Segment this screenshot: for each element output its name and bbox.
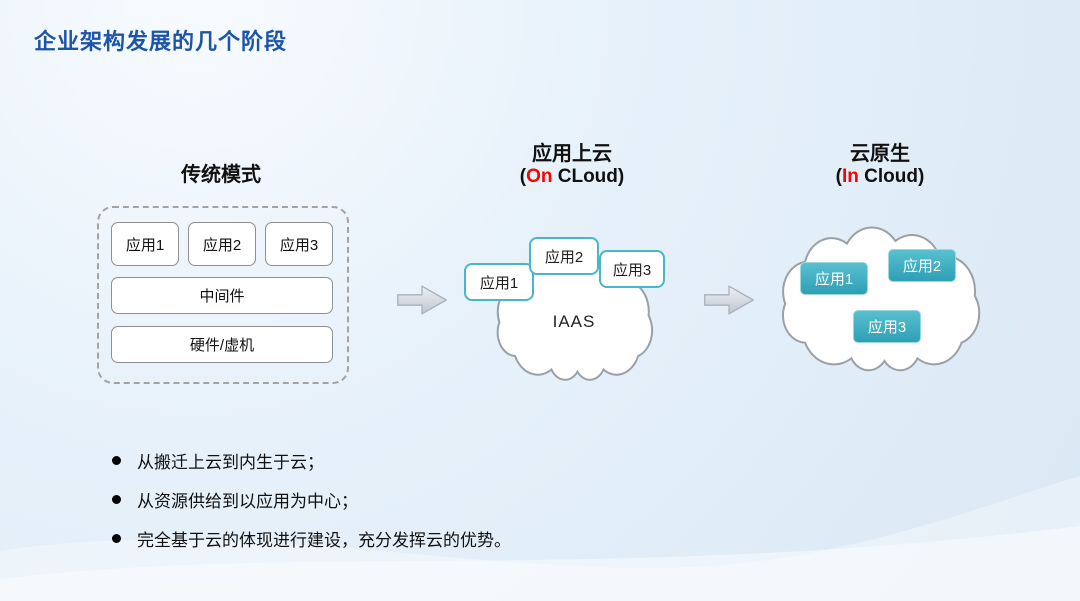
traditional-app-box-1: 应用1 — [111, 222, 179, 266]
traditional-architecture-container: 应用1 应用2 应用3 中间件 硬件/虚机 — [97, 206, 349, 384]
stage-cloudnative-title: 云原生 — [850, 143, 910, 165]
subtitle-rest: Cloud) — [858, 166, 925, 187]
oncloud-app-box-2: 应用2 — [529, 237, 599, 275]
cloudnative-app-box-2: 应用2 — [888, 249, 956, 282]
background-waves-decoration — [0, 476, 1080, 601]
bullet-dot-icon — [112, 495, 121, 504]
stage-oncloud-subtitle: (On CLoud) — [462, 166, 682, 188]
bullet-item: 从搬迁上云到内生于云； — [112, 448, 511, 473]
hardware-vm-box: 硬件/虚机 — [111, 326, 333, 363]
right-arrow-icon — [397, 285, 447, 315]
bullet-dot-icon — [112, 534, 121, 543]
cloudnative-app-box-1: 应用1 — [800, 262, 868, 295]
middleware-box: 中间件 — [111, 277, 333, 314]
oncloud-app-box-1: 应用1 — [464, 263, 534, 301]
subtitle-paren-open: ( — [519, 166, 527, 187]
bullet-text: 从资源供给到以应用为中心； — [137, 492, 358, 511]
slide-title: 企业架构发展的几个阶段 — [34, 29, 288, 54]
bullet-dot-icon — [112, 456, 121, 465]
subtitle-highlight-on: On — [526, 166, 553, 187]
cloudnative-cloud-icon — [772, 228, 988, 374]
bullet-item: 从资源供给到以应用为中心； — [112, 487, 511, 512]
bullet-item: 完全基于云的体现进行建设，充分发挥云的优势。 — [112, 526, 511, 551]
stage-cloudnative-subtitle: (In Cloud) — [770, 166, 990, 188]
bullet-text: 完全基于云的体现进行建设，充分发挥云的优势。 — [137, 531, 511, 550]
bullet-list: 从搬迁上云到内生于云； 从资源供给到以应用为中心； 完全基于云的体现进行建设，充… — [112, 448, 511, 565]
bullet-text: 从搬迁上云到内生于云； — [137, 453, 324, 472]
subtitle-highlight-in: In — [842, 166, 859, 187]
iaas-label: IAAS — [552, 312, 596, 331]
stage-oncloud-title: 应用上云 — [532, 143, 612, 165]
cloudnative-app-box-3: 应用3 — [853, 310, 921, 343]
stage-traditional-title: 传统模式 — [181, 164, 261, 186]
subtitle-paren-open: ( — [835, 166, 842, 187]
traditional-app-box-2: 应用2 — [188, 222, 256, 266]
traditional-app-box-3: 应用3 — [265, 222, 333, 266]
oncloud-app-box-3: 应用3 — [599, 250, 665, 288]
subtitle-rest: CLoud) — [552, 166, 625, 187]
right-arrow-icon — [704, 285, 754, 315]
